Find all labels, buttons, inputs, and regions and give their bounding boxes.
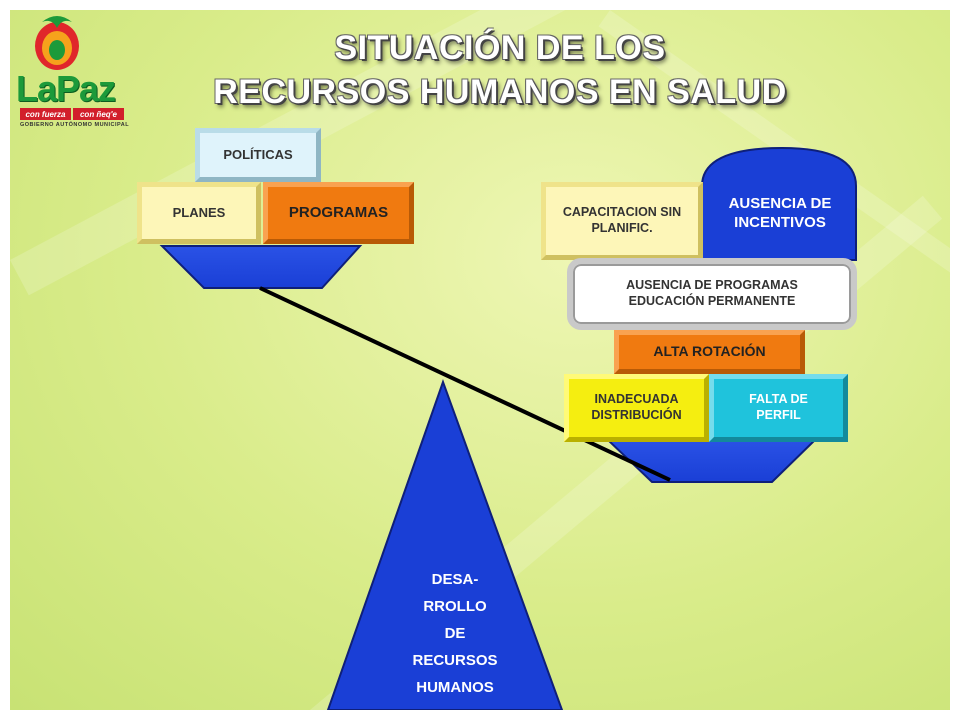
box-politicas: POLÍTICAS bbox=[195, 128, 321, 182]
tagline-right: con ñeq'e bbox=[73, 108, 124, 120]
fulcrum-label: DESA- RROLLO DE RECURSOS HUMANOS bbox=[412, 571, 498, 696]
logo-tagline: con fuerza con ñeq'e bbox=[20, 108, 124, 120]
box-ausencia-incentivos: AUSENCIA DE INCENTIVOS bbox=[728, 195, 832, 231]
box-ausencia-programas: AUSENCIA DE PROGRAMAS EDUCACIÓN PERMANEN… bbox=[567, 258, 857, 330]
lapaz-logo-emblem bbox=[35, 16, 79, 70]
title-line-1: SITUACIÓN DE LOS bbox=[334, 29, 666, 67]
page-title: SITUACIÓN DE LOS RECURSOS HUMANOS EN SAL… bbox=[160, 26, 840, 114]
tagline-left: con fuerza bbox=[20, 108, 71, 120]
left-scale-pan bbox=[159, 245, 363, 289]
incentivos-shape bbox=[701, 146, 857, 261]
slide: LaPaz con fuerza con ñeq'e GOBIERNO AUTÓ… bbox=[10, 10, 950, 710]
box-programas: PROGRAMAS bbox=[263, 182, 414, 244]
fulcrum-triangle bbox=[326, 379, 564, 710]
balance-scale bbox=[159, 146, 857, 710]
right-scale-pan bbox=[605, 439, 818, 483]
logo-subtitle: GOBIERNO AUTÓNOMO MUNICIPAL bbox=[20, 122, 130, 128]
scale-beam bbox=[259, 286, 671, 482]
logo-wordmark: LaPaz bbox=[16, 68, 116, 109]
box-planes: PLANES bbox=[137, 182, 261, 244]
box-alta-rotacion: ALTA ROTACIÓN bbox=[614, 330, 805, 374]
title-line-2: RECURSOS HUMANOS EN SALUD bbox=[213, 73, 787, 111]
box-inadecuada: INADECUADA DISTRIBUCIÓN bbox=[564, 374, 709, 442]
box-falta-perfil: FALTA DE PERFIL bbox=[709, 374, 848, 442]
box-capacitacion: CAPACITACION SIN PLANIFIC. bbox=[541, 182, 703, 260]
